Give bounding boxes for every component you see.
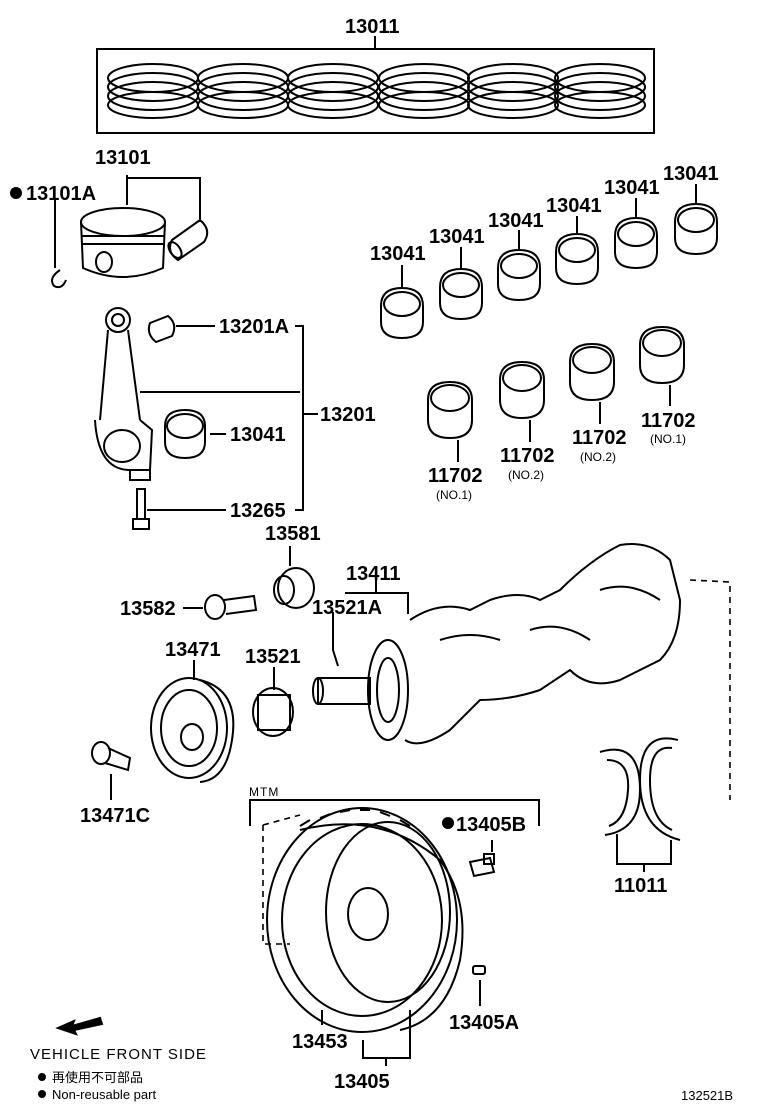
snap-ring [51, 269, 67, 289]
rod-bush [147, 314, 176, 344]
piston-pin [167, 218, 209, 262]
figure-id: 132521B [681, 1088, 733, 1103]
label-pulley-bolt-washer: 13582 [120, 598, 176, 620]
label-pulley-bolt: 13471C [80, 805, 150, 827]
label-main-bearing-2: 13041 [429, 226, 485, 248]
ring-stack [197, 63, 289, 119]
crank-bearing [427, 380, 473, 440]
non-reusable-dot-icon [10, 187, 22, 199]
ring-stack [467, 63, 559, 119]
rod-bolt [132, 488, 150, 530]
flywheel-pin [472, 965, 486, 975]
label-main-bearing-1: 13041 [370, 243, 426, 265]
label-flywheel-assembly: 13405 [334, 1071, 390, 1093]
ring-stack [107, 63, 199, 119]
legend-dot-icon [38, 1073, 46, 1081]
label-crank-bearing-a: 11702 [428, 465, 483, 487]
label-timing-sprocket-plate: 13581 [265, 523, 321, 545]
label-main-bearing-3: 13041 [488, 210, 544, 232]
ring-stack [554, 63, 646, 119]
crankshaft [312, 543, 682, 745]
label-rod-bush: 13201A [219, 316, 289, 338]
front-arrow-icon [55, 1016, 104, 1036]
label-flywheel-bolt: 13405B [456, 814, 526, 836]
label-rod-bearing: 13041 [230, 424, 286, 446]
main-bearing [555, 232, 599, 286]
vehicle-front-side-label: VEHICLE FRONT SIDE [30, 1046, 207, 1063]
label-crank-bearing-d: 11702 [641, 410, 696, 432]
piston [80, 207, 166, 278]
label-crank-timing-gear: 13521 [245, 646, 301, 668]
pulley-bolt-washer [204, 594, 258, 620]
crank-bearing [569, 342, 615, 402]
main-bearing [497, 248, 541, 302]
crank-bearing [639, 325, 685, 385]
label-crankshaft: 13411 [346, 563, 401, 585]
main-bearing [439, 267, 483, 321]
rod-bearing [164, 408, 206, 460]
label-crank-bearing-b: 11702 [500, 445, 555, 467]
legend-cn: 再使用不可部品 [52, 1070, 143, 1085]
ring-stack [378, 63, 470, 119]
timing-sprocket-plate [273, 567, 315, 609]
legend-dot-icon [38, 1090, 46, 1098]
thrust-washer [599, 737, 681, 841]
note-no2-a: (NO.2) [508, 468, 544, 482]
label-main-bearing-4: 13041 [546, 195, 602, 217]
label-thrust-washer: 11011 [614, 875, 667, 897]
note-no1-b: (NO.1) [650, 432, 686, 446]
main-bearing [674, 202, 718, 256]
pulley-bolt [91, 741, 132, 772]
label-crank-key: 13521A [312, 597, 382, 619]
label-rod-bolt: 13265 [230, 500, 286, 522]
flywheel [266, 807, 464, 1033]
legend-en: Non-reusable part [52, 1087, 156, 1102]
main-bearing [614, 216, 658, 270]
non-reusable-dot-icon [442, 817, 454, 829]
note-no1-a: (NO.1) [436, 488, 472, 502]
flywheel-bolt [468, 853, 496, 878]
ring-stack [287, 63, 379, 119]
label-rings-set: 13011 [345, 16, 400, 38]
label-crank-bearing-c: 11702 [572, 427, 627, 449]
label-piston: 13101 [95, 147, 151, 169]
label-rod-assembly: 13201 [320, 404, 376, 426]
crank-bearing [499, 360, 545, 420]
mtm-label: MTM [249, 785, 279, 799]
crank-pulley [150, 677, 235, 783]
main-bearing [380, 286, 424, 340]
label-flywheel-pin: 13405A [449, 1012, 519, 1034]
label-main-bearing-6: 13041 [663, 163, 719, 185]
note-no2-b: (NO.2) [580, 450, 616, 464]
mtm-outline [262, 579, 731, 945]
label-ring-gear: 13453 [292, 1031, 348, 1053]
crank-timing-gear [252, 687, 294, 737]
label-main-bearing-5: 13041 [604, 177, 660, 199]
label-snap-ring: 13101A [26, 183, 96, 205]
piston-ring-set [96, 36, 655, 134]
connecting-rod [94, 307, 154, 481]
label-crank-pulley: 13471 [165, 639, 221, 661]
